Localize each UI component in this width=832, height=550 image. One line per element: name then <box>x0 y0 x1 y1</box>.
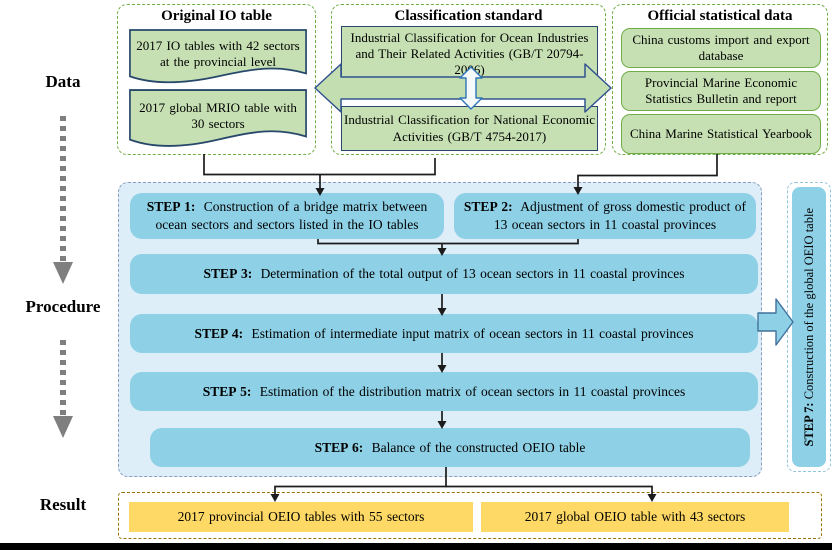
classification-standard-panel: Classification standard Industrial Class… <box>331 4 606 155</box>
step-1-content: STEP 1: Construction of a bridge matrix … <box>136 198 438 233</box>
step-6-box: STEP 6: Balance of the constructed OEIO … <box>150 428 750 467</box>
step-6-content: STEP 6: Balance of the constructed OEIO … <box>315 439 586 457</box>
official-statistical-data-title: Official statistical data <box>647 8 793 24</box>
document-shape-icon <box>129 29 307 84</box>
step-4-content: STEP 4: Estimation of intermediate input… <box>194 325 693 343</box>
right-arrow-icon <box>757 298 794 346</box>
step-7-text: Construction of the global OEIO table <box>801 207 816 400</box>
customs-database-box: China customs import and export database <box>621 28 821 68</box>
step-1-box: STEP 1: Construction of a bridge matrix … <box>130 193 444 239</box>
official-statistical-data-panel: Official statistical data China customs … <box>612 4 828 155</box>
marine-yearbook-box: China Marine Statistical Yearbook <box>621 114 821 154</box>
step-5-text: Estimation of the distribution matrix of… <box>259 383 686 399</box>
step-2-content: STEP 2: Adjustment of gross domestic pro… <box>460 198 750 233</box>
step-2-label: STEP 2: <box>463 199 513 215</box>
mrio-table-doc-box: 2017 global MRIO table with 30 sectors <box>129 89 307 151</box>
step-4-text: Estimation of intermediate input matrix … <box>251 325 694 341</box>
customs-database-text: China customs import and export database <box>632 32 810 63</box>
step-2-box: STEP 2: Adjustment of gross domestic pro… <box>454 193 756 239</box>
step-6-text: Balance of the constructed OEIO table <box>371 439 586 455</box>
step-7-label: STEP 7: <box>801 402 816 447</box>
io-tables-doc-box: 2017 IO tables with 42 sectors at the pr… <box>129 29 307 87</box>
document-shape-icon <box>129 89 307 147</box>
step-4-box: STEP 4: Estimation of intermediate input… <box>130 314 758 353</box>
result-section-label: Result <box>39 495 87 514</box>
provincial-oeio-result-text: 2017 provincial OEIO tables with 55 sect… <box>177 509 425 524</box>
data-section-label: Data <box>45 72 81 91</box>
step-3-content: STEP 3: Determination of the total outpu… <box>204 265 685 283</box>
ocean-classification-box: Industrial Classification for Ocean Indu… <box>341 26 598 82</box>
step-7-panel: STEP 7: Construction of the global OEIO … <box>787 182 831 472</box>
dashed-down-arrow-icon <box>53 116 73 284</box>
step-7-content: STEP 7: Construction of the global OEIO … <box>801 207 816 447</box>
step-6-label: STEP 6: <box>314 439 364 455</box>
bottom-border <box>0 543 832 550</box>
result-panel: 2017 provincial OEIO tables with 55 sect… <box>118 492 822 539</box>
classification-standard-title: Classification standard <box>394 8 543 24</box>
step-5-content: STEP 5: Estimation of the distribution m… <box>203 383 686 401</box>
io-tables-doc-text: 2017 IO tables with 42 sectors at the pr… <box>136 37 300 69</box>
original-io-table-panel: Original IO table 2017 IO tables with 42… <box>117 4 316 155</box>
marine-bulletin-text: Provincial Marine Economic Statistics Bu… <box>644 75 798 106</box>
global-oeio-result-text: 2017 global OEIO table with 43 sectors <box>524 509 746 524</box>
step-3-label: STEP 3: <box>203 266 253 282</box>
original-io-table-title: Original IO table <box>161 8 272 24</box>
step-7-box: STEP 7: Construction of the global OEIO … <box>792 187 826 467</box>
procedure-section-label: Procedure <box>25 297 101 316</box>
up-down-arrow-icon <box>459 66 483 110</box>
step-3-box: STEP 3: Determination of the total outpu… <box>130 254 758 294</box>
dashed-down-arrow-icon <box>53 340 73 438</box>
step-1-label: STEP 1: <box>146 199 196 215</box>
step-5-label: STEP 5: <box>202 383 252 399</box>
left-right-arrow-icon <box>314 63 612 113</box>
step-2-text: Adjustment of gross domestic product of … <box>493 199 747 232</box>
national-classification-box: Industrial Classification for National E… <box>341 106 598 151</box>
mrio-table-doc-text: 2017 global MRIO table with 30 sectors <box>139 99 297 131</box>
step-4-label: STEP 4: <box>194 325 244 341</box>
step-3-text: Determination of the total output of 13 … <box>260 266 685 282</box>
global-oeio-result-box: 2017 global OEIO table with 43 sectors <box>481 502 789 532</box>
provincial-oeio-result-box: 2017 provincial OEIO tables with 55 sect… <box>129 502 473 532</box>
marine-yearbook-text: China Marine Statistical Yearbook <box>629 126 813 142</box>
marine-bulletin-box: Provincial Marine Economic Statistics Bu… <box>621 71 821 111</box>
step-5-box: STEP 5: Estimation of the distribution m… <box>130 372 758 411</box>
step-1-text: Construction of a bridge matrix between … <box>155 199 428 232</box>
national-classification-text: Industrial Classification for National E… <box>344 112 595 144</box>
